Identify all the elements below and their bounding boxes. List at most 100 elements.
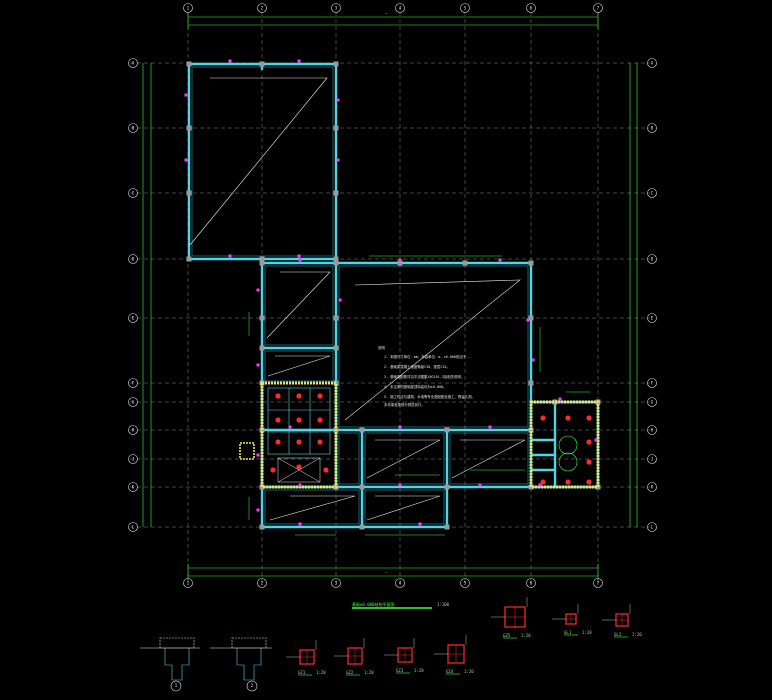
beam-tag (488, 425, 492, 429)
axis-bubble-right-F: F (651, 380, 654, 385)
beam-tag (288, 425, 292, 429)
beam-tag (298, 483, 302, 487)
beam-tag (336, 98, 340, 102)
axis-bubble-bottom-1: 1 (187, 580, 190, 585)
axis-bubble-left-D-circle (128, 254, 138, 264)
axis-bubble-left-F: F (132, 380, 135, 385)
axis-bubble-top-4-circle (395, 3, 405, 13)
column-marker (528, 260, 534, 266)
beam-tag (398, 425, 402, 429)
axis-bubble-top-1: 1 (187, 5, 190, 10)
axis-bubble-left-C-circle (128, 188, 138, 198)
axis-bubble-left-H: H (132, 427, 135, 432)
axis-bubble-left-G-circle (128, 397, 138, 407)
axis-bubble-bottom-2: 2 (261, 580, 264, 585)
plan-title-block: 基础±0.000结构平面图 1:100 (352, 601, 450, 609)
axis-bubble-right-B: B (651, 125, 654, 130)
detail-2-label: 2 (251, 683, 254, 688)
beam-tag (498, 258, 502, 262)
axis-bubble-bottom-3: 3 (335, 580, 338, 585)
axis-bubble-right-G: G (651, 399, 654, 404)
axis-bubble-right-K: K (651, 484, 654, 489)
axis-bubble-right-C-circle (647, 188, 657, 198)
column-marker (444, 524, 450, 530)
beam-tag (298, 522, 302, 526)
column-marker (333, 190, 339, 196)
column-marker (359, 484, 365, 490)
pile-marker (317, 439, 323, 445)
plan-scale: 1:100 (437, 602, 450, 607)
overall-dimension-top: — (385, 11, 388, 16)
beam-tag (478, 483, 482, 487)
column-section-scale: 1:20 (414, 668, 424, 673)
axis-bubble-top-2: 2 (261, 5, 264, 10)
column-marker (528, 380, 534, 386)
axis-bubble-right-A-circle (647, 58, 657, 68)
column-marker (259, 260, 265, 266)
slab-markers (189, 77, 526, 521)
axis-bubble-bottom-5-circle (460, 578, 470, 588)
beam-tag (336, 158, 340, 162)
pile-marker (296, 464, 302, 470)
axis-bubble-top-5: 5 (464, 5, 467, 10)
column-marker (397, 260, 403, 266)
pile-marker (586, 479, 592, 485)
axis-bubble-top-3-circle (331, 3, 341, 13)
axis-bubble-top-1-circle (183, 3, 193, 13)
beam-tag (256, 453, 260, 457)
axis-bubble-right-E: E (651, 315, 654, 320)
axis-bubble-left-E: E (132, 315, 135, 320)
axis-bubble-left-A-circle (128, 58, 138, 68)
beam-tag (298, 258, 302, 262)
column-marker (259, 315, 265, 321)
note-5: 5. 施工时应与建筑、水电等专业图纸配合施工，预留孔洞。 (384, 394, 475, 399)
axis-bubble-bottom-1-circle (183, 578, 193, 588)
column-section-scale: 1:20 (464, 669, 474, 674)
general-notes: 说明 1. 本图尺寸单位：mm，标高单位：m，±0.000相当于... 2. 基… (378, 345, 475, 407)
beam-tag (558, 397, 562, 401)
note-3: 3. 基础梁配筋详见平法图集16G101-3及相关说明。 (384, 374, 464, 379)
column-marker (186, 256, 192, 262)
column-marker (333, 260, 339, 266)
axis-bubble-right-H-circle (647, 425, 657, 435)
beam-tags (184, 59, 598, 526)
axis-bubble-left-J: J (132, 456, 134, 461)
beam-tag (531, 358, 535, 362)
pile-marker (275, 417, 281, 423)
note-6: 未尽事宜按现行规范执行。 (384, 402, 425, 407)
axis-bubble-top-3: 3 (335, 5, 338, 10)
detail-1 (140, 637, 200, 692)
pit-zone-right (529, 400, 600, 489)
detail-2 (210, 637, 272, 692)
dimension-ticks: — — (385, 11, 388, 575)
axis-bubble-right-D-circle (647, 254, 657, 264)
beam-tag (228, 254, 232, 258)
axis-bubble-bottom-4-circle (395, 578, 405, 588)
axis-bubble-top-6-circle (526, 3, 536, 13)
column-marker (462, 260, 468, 266)
axis-bubble-left-F-circle (128, 378, 138, 388)
column-marker (333, 345, 339, 351)
foundation-beams (187, 62, 600, 529)
axis-bubble-right-J: J (651, 456, 653, 461)
column-marker (333, 315, 339, 321)
axis-bubble-top-7-circle (593, 3, 603, 13)
pile-marker (540, 415, 546, 421)
axis-bubble-right-C: C (651, 190, 654, 195)
axis-bubble-left-G: G (132, 399, 135, 404)
axis-bubble-left-C: C (132, 190, 135, 195)
axis-bubble-left-J-circle (128, 454, 138, 464)
column-marker (186, 125, 192, 131)
pile-marker (296, 417, 302, 423)
beam-tag (256, 508, 260, 512)
axis-bubble-right-H: H (651, 427, 654, 432)
axis-bubble-bottom-5: 5 (464, 580, 467, 585)
column-marker (333, 256, 339, 262)
beam-tag (398, 258, 402, 262)
